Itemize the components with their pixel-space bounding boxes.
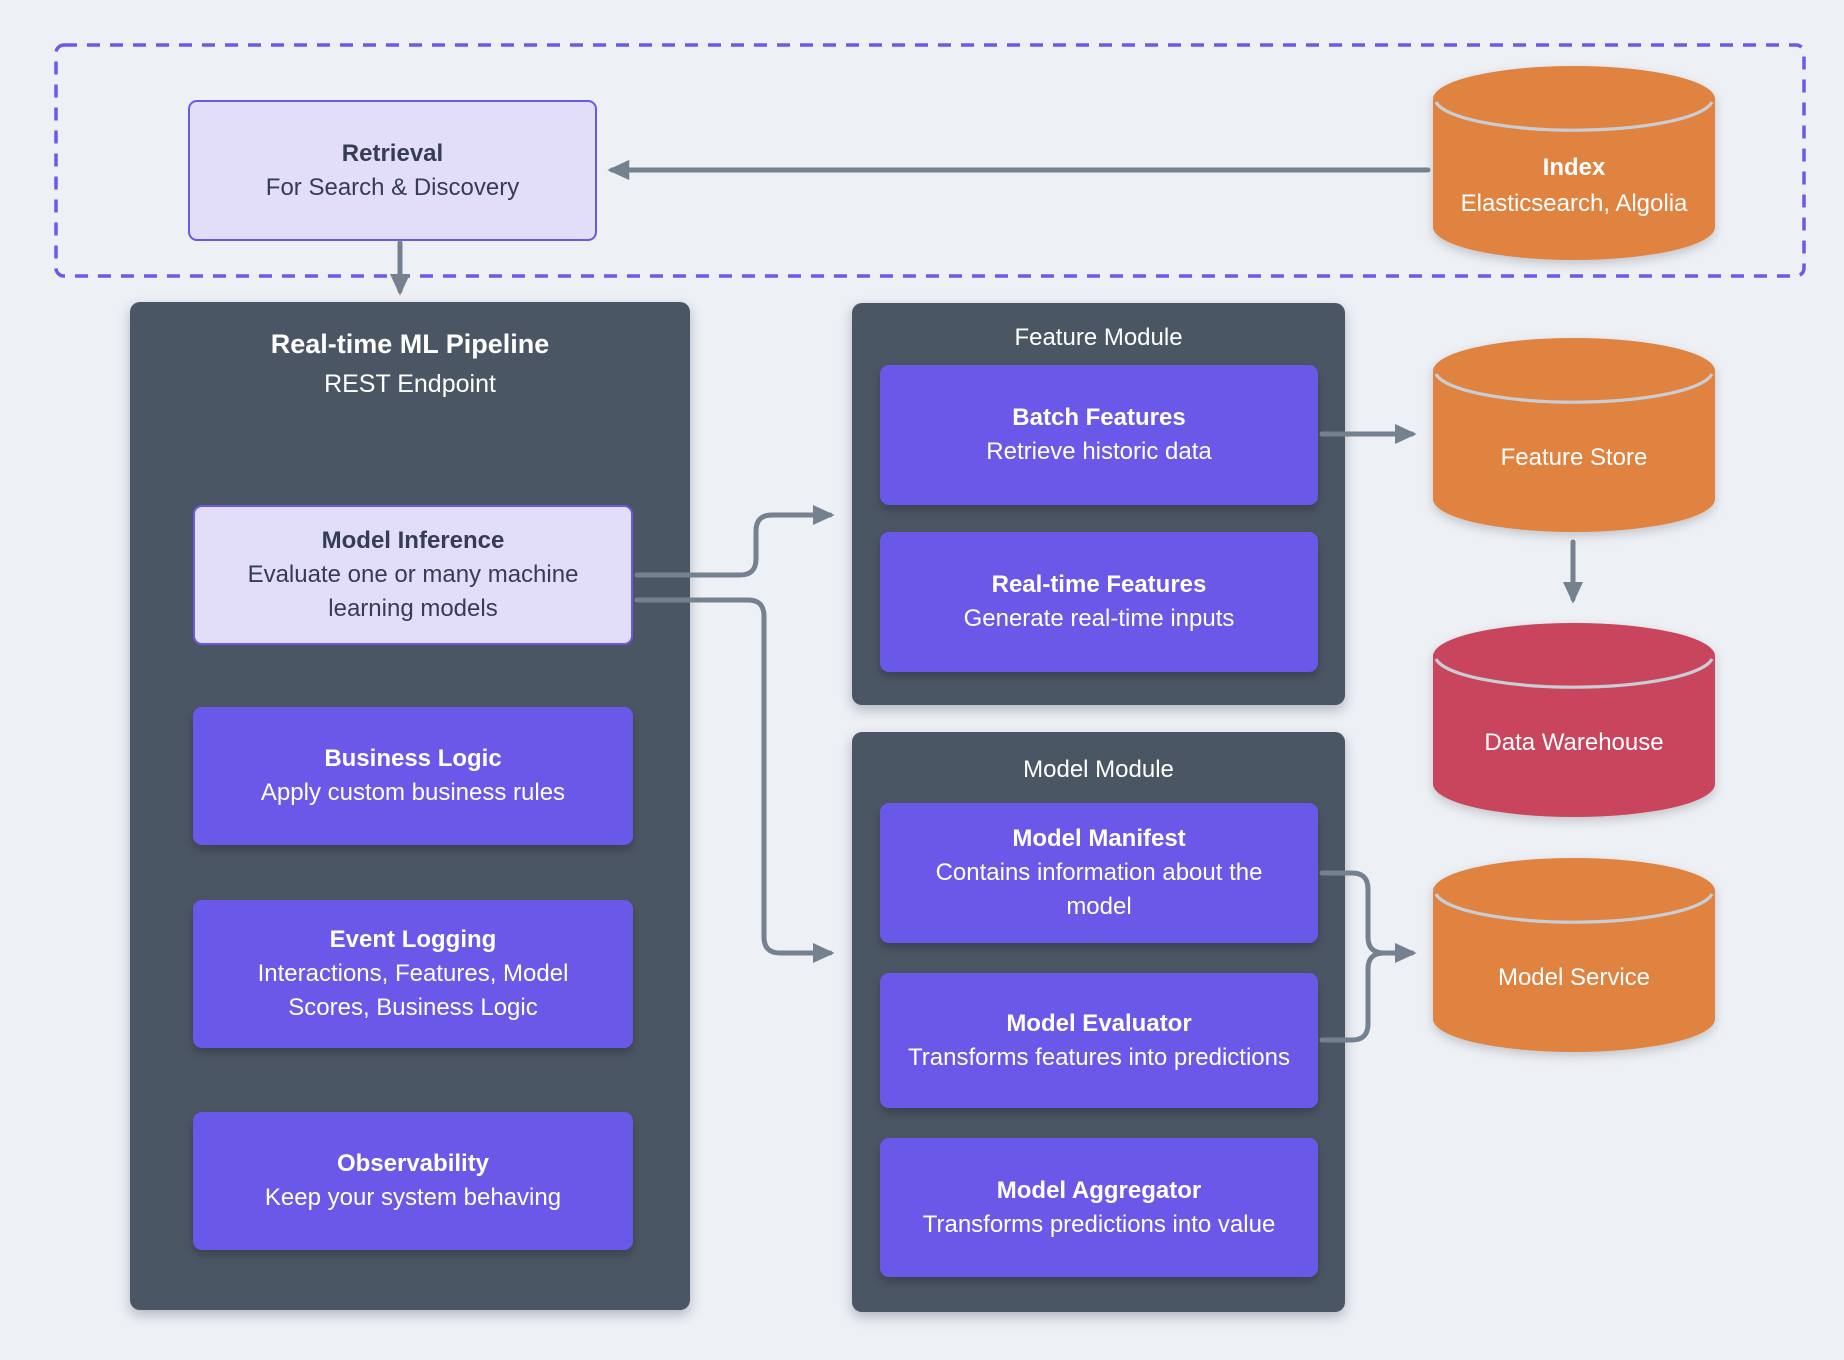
index-title: Index (1542, 154, 1606, 181)
pipeline-title: Real-time ML Pipeline (270, 329, 550, 359)
item-batch-features: Batch Features Retrieve historic data (880, 365, 1318, 505)
retrieval-node: Retrieval For Search & Discovery (188, 100, 597, 241)
item-model-aggregator: Model Aggregator Transforms predictions … (880, 1138, 1318, 1277)
item-title: Batch Features (1012, 404, 1186, 431)
model-service-label: Model Service (1497, 964, 1651, 991)
feature-module-title: Feature Module (1014, 324, 1183, 351)
step-title: Business Logic (324, 745, 502, 772)
data-warehouse-datastore: Data Warehouse (1433, 623, 1715, 819)
item-title: Model Aggregator (996, 1176, 1202, 1204)
model-module-title: Model Module (1023, 756, 1174, 783)
index-subtitle: Elasticsearch, Algolia (1460, 190, 1688, 217)
model-module: Model Module Model Manifest Contains inf… (852, 732, 1345, 1312)
item-model-manifest: Model Manifest Contains information abou… (880, 803, 1318, 943)
item-title: Model Manifest (1012, 825, 1186, 852)
cylinder-icon (1433, 858, 1715, 1052)
item-realtime-features: Real-time Features Generate real-time in… (880, 532, 1318, 672)
step-desc: Apply custom business rules (260, 779, 566, 806)
feature-store-datastore: Feature Store (1433, 338, 1715, 534)
index-datastore: Index Elasticsearch, Algolia (1433, 66, 1715, 262)
step-event-logging: Event Logging Interactions, Features, Mo… (193, 900, 633, 1048)
item-desc: Transforms predictions into value (922, 1210, 1276, 1238)
retrieval-subtitle: For Search & Discovery (265, 173, 520, 201)
cylinder-icon (1433, 623, 1715, 817)
step-desc: Evaluate one or many machine learning mo… (247, 561, 579, 622)
step-business-logic: Business Logic Apply custom business rul… (193, 707, 633, 845)
index-label: Index Elasticsearch, Algolia (1433, 136, 1715, 236)
step-desc: Keep your system behaving (264, 1184, 562, 1211)
step-model-inference: Model Inference Evaluate one or many mac… (193, 505, 633, 645)
step-title: Model Inference (321, 527, 505, 554)
step-title: Event Logging (329, 926, 497, 953)
pipeline-module: Real-time ML Pipeline REST Endpoint Mode… (130, 302, 690, 1310)
item-desc: Generate real-time inputs (963, 605, 1235, 632)
step-observability: Observability Keep your system behaving (193, 1112, 633, 1250)
item-desc: Retrieve historic data (986, 438, 1212, 465)
step-desc: Interactions, Features, Model Scores, Bu… (257, 960, 569, 1021)
model-service-datastore: Model Service (1433, 858, 1715, 1054)
feature-store-label: Feature Store (1500, 444, 1648, 471)
item-desc: Transforms features into predictions (908, 1043, 1290, 1071)
data-warehouse-label: Data Warehouse (1484, 729, 1664, 756)
item-title: Real-time Features (991, 571, 1207, 598)
item-model-evaluator: Model Evaluator Transforms features into… (880, 973, 1318, 1108)
step-title: Observability (336, 1150, 490, 1177)
cylinder-icon (1433, 338, 1715, 532)
pipeline-subtitle: REST Endpoint (324, 370, 496, 398)
item-title: Model Evaluator (1006, 1009, 1192, 1037)
feature-module: Feature Module Batch Features Retrieve h… (852, 303, 1345, 705)
item-desc: Contains information about the model (935, 859, 1263, 920)
retrieval-title: Retrieval (341, 139, 444, 167)
